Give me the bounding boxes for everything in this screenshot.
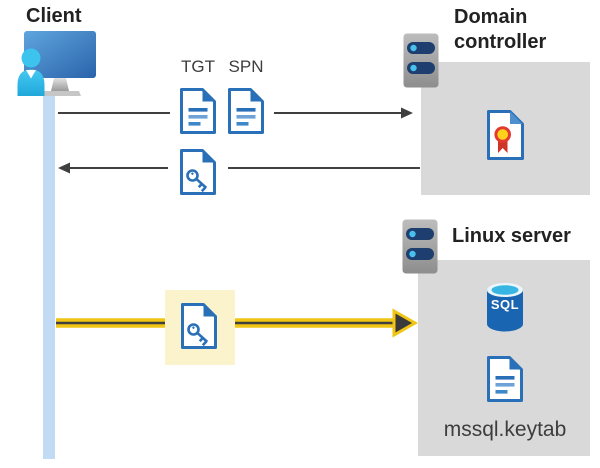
service-ticket-key-icon (179, 148, 217, 196)
linux-server-label: Linux server (452, 225, 571, 247)
client-label: Client (26, 5, 82, 27)
sql-database-icon (487, 283, 523, 332)
client-timeline-bar (43, 92, 55, 459)
spn-label: SPN (228, 57, 264, 76)
service-auth-arrow (56, 308, 419, 338)
certificate-icon (487, 110, 524, 160)
keytab-file-icon (486, 355, 524, 403)
linux-server-icon (402, 219, 438, 274)
ticket-request-arrow (58, 107, 413, 119)
tgt-ticket-icon (179, 87, 217, 135)
ticket-response-arrow (58, 162, 420, 174)
service-ticket-key-icon-highlighted (180, 302, 218, 350)
domain-controller-server-icon (403, 33, 439, 88)
keytab-filename-label: mssql.keytab (443, 418, 567, 441)
sql-icon-label: SQL (490, 297, 520, 312)
domain-controller-label: Domain controller (454, 6, 547, 53)
spn-ticket-icon (227, 87, 265, 135)
tgt-label: TGT (181, 57, 215, 76)
client-user-monitor-icon (17, 31, 96, 96)
